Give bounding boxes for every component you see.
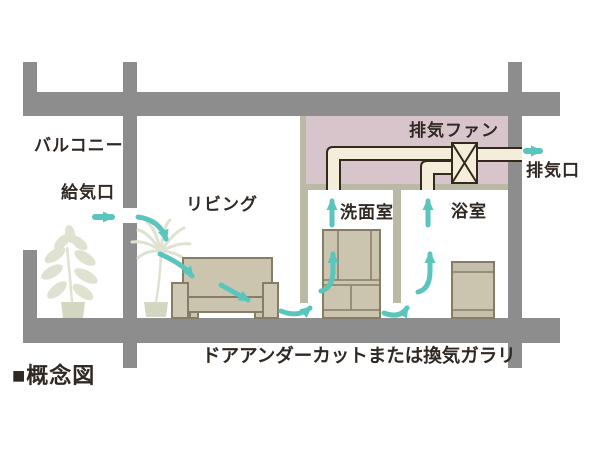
wall-column-right: [508, 62, 522, 368]
arrow-over-sofa-icon: [157, 251, 195, 279]
exhaust-fan-x: [451, 142, 478, 184]
palm-plant-icon: [130, 218, 192, 317]
wall-column-mid-lower: [123, 223, 137, 368]
plant-leaves: [41, 225, 98, 301]
label-exhaust-fan: 排気ファン: [409, 121, 499, 140]
duct-outlet: [476, 147, 522, 162]
arrow-into-living-icon: [135, 214, 169, 242]
bathtub-rim: [453, 263, 493, 271]
arrow-undercut-bathroom-icon: [381, 305, 410, 319]
arrow-across-sofa-icon: [218, 282, 251, 303]
label-bathroom: 浴室: [451, 202, 487, 221]
arrow-bathroom-rise-icon: [415, 251, 436, 295]
partition-living-washroom: [300, 190, 308, 303]
wall-floor-slab: [23, 318, 560, 343]
bathtub-lines: [452, 271, 494, 311]
potted-plant-icon: [41, 225, 98, 318]
partition-washroom-bathroom: [393, 190, 401, 303]
label-door-note: ドアアンダーカットまたは換気ガラリ: [202, 345, 516, 366]
label-exhaust-vent: 排気口: [526, 161, 580, 180]
bathtub: [451, 261, 495, 319]
wall-balcony-rail: [23, 250, 37, 318]
arrow-washroom-rise-icon: [318, 251, 339, 294]
wall-ceiling-beam: [23, 92, 560, 116]
arrow-undercut-washroom-icon: [278, 305, 313, 318]
sofa-armrest-right: [262, 282, 279, 319]
wall-column-mid-upper: [123, 62, 137, 208]
label-living-room: リビング: [186, 195, 258, 214]
diagram-caption: ■概念図: [12, 363, 96, 388]
label-washroom: 洗面室: [340, 203, 394, 222]
bathtub-base: [453, 311, 493, 317]
label-balcony: バルコニー: [34, 136, 124, 155]
airflow-arrows: [92, 145, 543, 319]
sofa-armrest-left: [171, 282, 189, 319]
sofa-seat: [187, 296, 264, 313]
walls: [23, 62, 560, 368]
label-supply-vent: 給気口: [61, 183, 115, 202]
exhaust-duct-run: [326, 142, 522, 190]
